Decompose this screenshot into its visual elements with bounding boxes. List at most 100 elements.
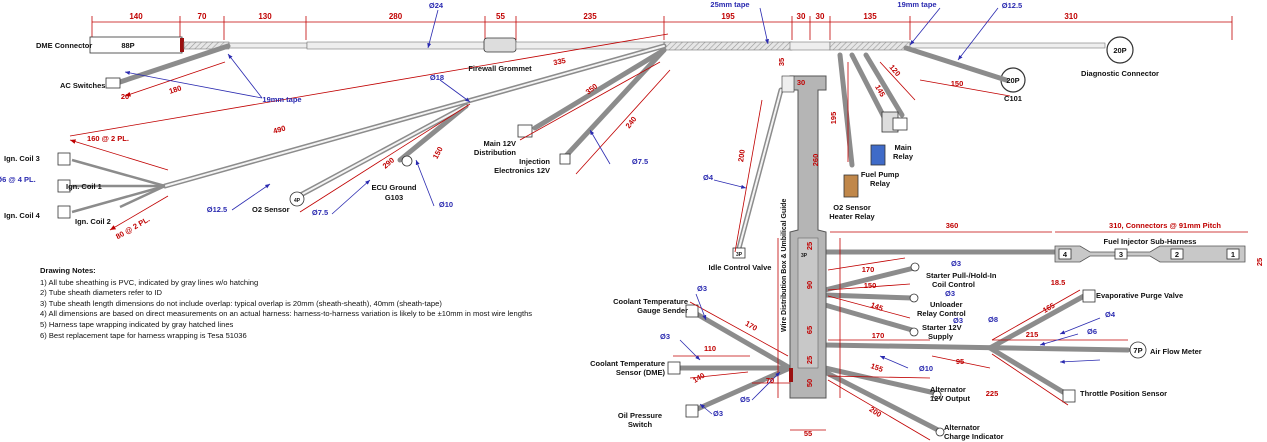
red-dim-38: 110 [704, 344, 716, 353]
red-dim-12: 195 [829, 112, 838, 125]
label-oilp-1: Oil Pressure [618, 411, 662, 420]
red-dim-27: 55 [804, 429, 812, 438]
label-afm: Air Flow Meter [1150, 347, 1202, 356]
blue-callout-0: Ø24 [429, 1, 444, 10]
label-afm-plug: 7P [1133, 346, 1142, 355]
blue-callout-12: Ø3 [951, 259, 961, 268]
label-unloader-1: Unloader [930, 300, 963, 309]
label-inj-pin-1: 1 [1231, 250, 1235, 259]
drawing-notes: Drawing Notes: 1) All tube sheathing is … [40, 266, 532, 341]
label-ecu-ground-1: ECU Ground [372, 183, 417, 192]
red-dim-36: 215 [1026, 330, 1039, 339]
label-starter12-1: Starter 12V [922, 323, 962, 332]
main-trunk [89, 36, 1134, 93]
red-dim-33: 225 [986, 389, 999, 398]
red-dim-30: 145 [869, 300, 884, 313]
red-dim-25: 25 [805, 356, 814, 364]
blue-callout-8: Ø7.5 [312, 208, 328, 217]
top-dim-7: 30 [797, 12, 806, 21]
note-6: 6) Best replacement tape for harness wra… [40, 330, 247, 340]
note-5: 5) Harness tape wrapping indicated by gr… [40, 319, 234, 329]
red-dim-14: 30 [797, 78, 805, 87]
red-dim-11: 260 [811, 154, 820, 167]
red-dim-28: 170 [862, 265, 875, 274]
red-dim-10: 200 [736, 149, 747, 163]
label-main12-2: Distribution [474, 148, 516, 157]
label-mainrelay-1: Main [894, 143, 912, 152]
label-idle: Idle Control Valve [709, 263, 772, 272]
diagnostic-connector-plug [1106, 36, 1134, 64]
blue-callout-11: Ø4 [703, 173, 714, 182]
red-dim-21: 18.5 [1051, 278, 1066, 287]
label-coil4: Ign. Coil 4 [4, 211, 41, 220]
label-main12-1: Main 12V [483, 139, 516, 148]
blue-callout-1: 25mm tape [710, 0, 749, 9]
red-dim-22: 25 [805, 242, 814, 250]
red-dim-19: 310, Connectors @ 91mm Pitch [1109, 221, 1221, 230]
top-dim-2: 130 [258, 12, 272, 21]
red-dim-7: 240 [624, 115, 639, 130]
note-3: 3) Tube sheath length dimensions do not … [40, 298, 442, 308]
component-labels: DME Connector 88P Firewall Grommet AC Sw… [4, 41, 1235, 441]
label-coil2: Ign. Coil 2 [75, 217, 111, 226]
blue-callout-14: Ø3 [953, 316, 963, 325]
label-dme-plug: 88P [121, 41, 134, 50]
label-starter12-2: Supply [928, 332, 954, 341]
red-dim-23: 90 [805, 281, 814, 289]
blue-callout-16: Ø6 [1087, 327, 1097, 336]
red-dim-9: 150 [431, 145, 445, 160]
red-dim-41: 170 [744, 319, 759, 333]
label-starter-pull-1: Starter Pull-/Hold-In [926, 271, 997, 280]
label-dme: DME Connector [36, 41, 92, 50]
dimension-lines [69, 33, 1248, 441]
dme-connector-body [89, 36, 183, 54]
red-dim-40: 70 [766, 376, 774, 385]
label-fuelpump-1: Fuel Pump [861, 170, 900, 179]
label-coil1: Ign. Coil 1 [66, 182, 102, 191]
label-alt12-2: 12V Output [930, 394, 971, 403]
coil-harness [71, 158, 166, 214]
label-injector-harness: Fuel Injector Sub-Harness [1104, 237, 1197, 246]
label-o2heat-1: O2 Sensor [833, 203, 871, 212]
red-dim-24: 65 [805, 326, 814, 334]
blue-callout-4: 19mm tape [262, 95, 301, 104]
label-inj-pin-4: 4 [1063, 250, 1068, 259]
label-oilp-2: Switch [628, 420, 653, 429]
blue-callout-2: 19mm tape [897, 0, 936, 9]
label-idle-plug: 3P [736, 252, 743, 258]
label-o2-plug: 4P [294, 198, 301, 204]
label-tps: Throttle Position Sensor [1080, 389, 1167, 398]
top-dim-9: 135 [863, 12, 877, 21]
label-inj12-2: Electronics 12V [494, 166, 550, 175]
red-dim-8: 290 [381, 156, 396, 171]
label-diag-plug: 20P [1113, 46, 1126, 55]
label-ac: AC Switches [60, 81, 105, 90]
label-altchg-1: Alternator [944, 423, 980, 432]
label-mainrelay-2: Relay [893, 152, 914, 161]
red-dim-32: 95 [956, 357, 964, 366]
blue-callout-19: Ø3 [660, 332, 670, 341]
label-inj-pin-2: 2 [1175, 250, 1179, 259]
red-dim-31: 170 [872, 331, 885, 340]
label-o2heat-2: Heater Relay [829, 212, 875, 221]
red-dim-34: 155 [869, 361, 884, 374]
label-fuelpump-2: Relay [870, 179, 891, 188]
red-dim-26: 50 [805, 379, 814, 387]
label-o2: O2 Sensor [252, 205, 290, 214]
label-c101-plug: 20P [1006, 76, 1019, 85]
label-guide: Wire Distribution Box & Umbilical Guide [781, 199, 788, 332]
red-dim-5: 80 @ 2 PL. [114, 215, 151, 242]
label-inj-pin-3: 3 [1119, 250, 1123, 259]
blue-callout-10: Ø7.5 [632, 157, 648, 166]
label-ctdme-2: Sensor (DME) [616, 368, 666, 377]
distribution-box [781, 75, 827, 399]
label-inj-plug: 3P [801, 253, 808, 259]
label-altchg-2: Charge Indicator [944, 432, 1004, 441]
blue-callout-3: Ø12.5 [1002, 1, 1022, 10]
label-coil3: Ign. Coil 3 [4, 154, 40, 163]
top-dimension-row [91, 16, 1233, 40]
label-ctgauge-1: Coolant Temperature [613, 297, 688, 306]
